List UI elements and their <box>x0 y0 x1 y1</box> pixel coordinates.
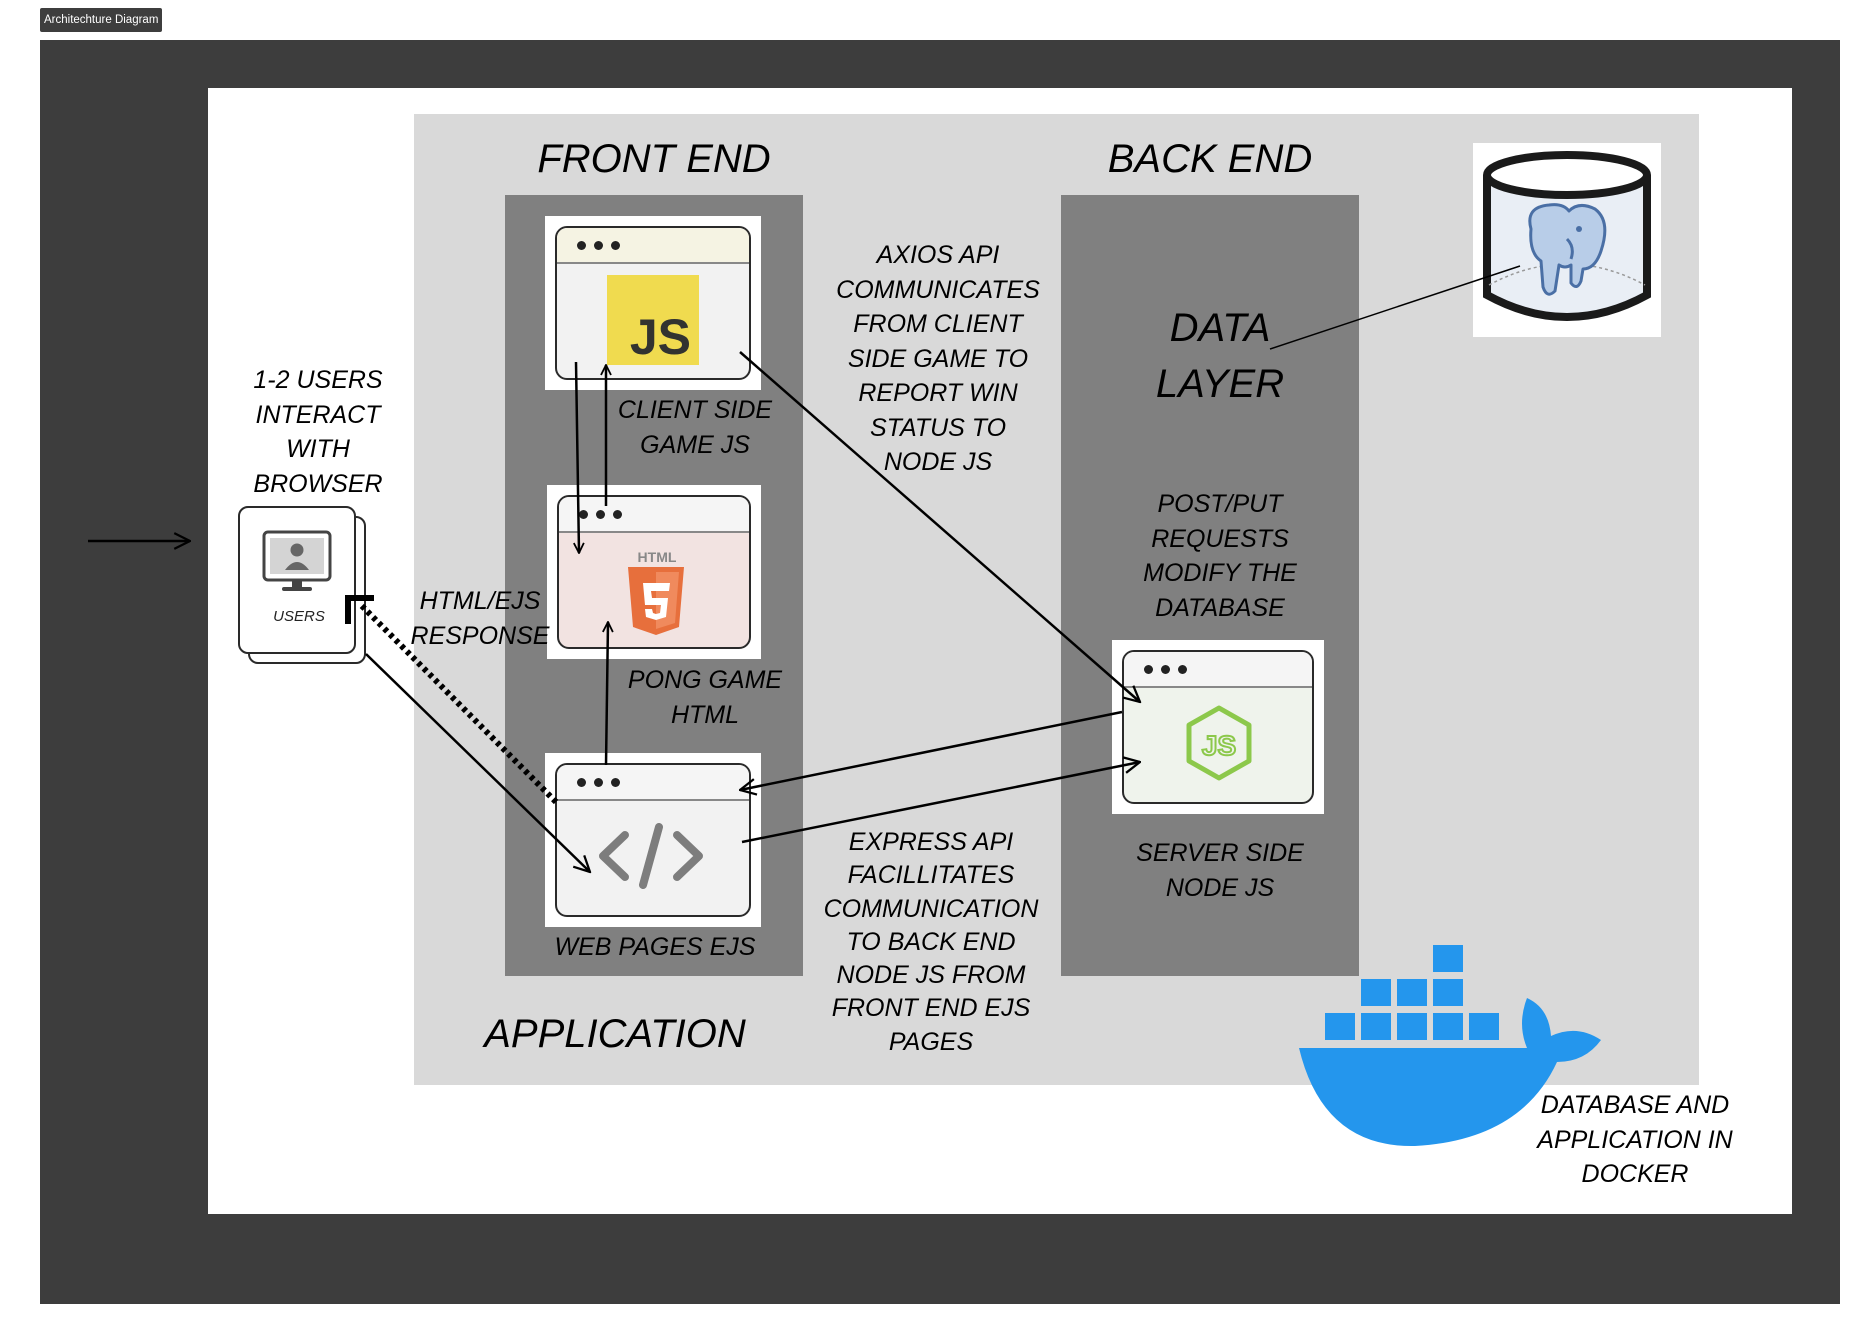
window-dot <box>577 241 586 250</box>
users-caption-line: 1-2 USERS <box>253 366 383 394</box>
caption-line: HTML <box>670 700 740 729</box>
users-caption-line: BROWSER <box>253 469 383 498</box>
annotation-line: HTML/EJS <box>419 587 541 615</box>
pong-html-card[interactable]: HTML <box>547 485 761 659</box>
window-dot <box>613 510 622 519</box>
user-monitor-icon <box>262 530 332 591</box>
html5-logo-text: HTML <box>637 549 677 565</box>
node-js-card[interactable]: JS <box>1112 640 1324 814</box>
pong-html-caption: PONG GAME HTML <box>610 663 800 732</box>
front-end-heading: FRONT END <box>537 137 771 181</box>
annotation-line: FRONT END EJS <box>831 994 1031 1023</box>
html-ejs-response-annotation: HTML/EJS RESPONSE <box>400 584 560 653</box>
web-ejs-caption: WEB PAGES EJS <box>554 933 756 961</box>
pong-html-window: HTML <box>557 495 751 649</box>
caption-line: SERVER SIDE <box>1136 839 1304 867</box>
code-brackets-icon <box>599 823 703 889</box>
client-js-card[interactable]: JS <box>545 216 761 390</box>
docker-whale-icon <box>1299 945 1601 1147</box>
annotation-line: DOCKER <box>1581 1160 1689 1188</box>
annotation-line: SIDE GAME TO <box>847 344 1029 373</box>
window-title-bar <box>559 497 749 533</box>
users-node[interactable]: USERS <box>238 506 366 664</box>
annotation-line: DATABASE <box>1155 593 1285 622</box>
annotation-line: APPLICATION IN <box>1537 1125 1733 1154</box>
annotation-line: MODIFY THE <box>1143 559 1297 587</box>
window-title-bar <box>557 765 749 801</box>
web-ejs-card[interactable] <box>545 753 761 927</box>
express-annotation: EXPRESS API FACILLITATES COMMUNICATION T… <box>816 826 1046 1059</box>
window-dot <box>594 778 603 787</box>
back-end-heading: BACK END <box>1107 137 1313 181</box>
window-dot <box>611 241 620 250</box>
nodejs-logo-text: JS <box>1202 730 1236 761</box>
annotation-line: STATUS TO <box>869 413 1007 442</box>
caption-line: PONG GAME <box>627 666 783 694</box>
annotation-line: RESPONSE <box>410 621 550 650</box>
postgres-elephant-cylinder-icon <box>1483 151 1651 321</box>
window-dot <box>594 241 603 250</box>
data-layer-heading: DATA LAYER <box>1120 300 1320 412</box>
javascript-logo-text: JS <box>629 309 691 365</box>
annotation-line: COMMUNICATION <box>823 894 1039 923</box>
nodejs-hexagon-icon: JS <box>1186 705 1252 781</box>
javascript-logo-icon: JS <box>607 275 699 365</box>
node-js-caption: SERVER SIDE NODE JS <box>1115 836 1325 905</box>
window-dot <box>1161 665 1170 674</box>
window-dot <box>611 778 620 787</box>
client-js-window: JS <box>555 226 751 380</box>
annotation-line: REPORT WIN <box>858 379 1018 407</box>
annotation-line: FROM CLIENT <box>853 310 1023 338</box>
application-heading: APPLICATION <box>484 1012 746 1056</box>
node-js-window: JS <box>1122 650 1314 804</box>
window-dot <box>596 510 605 519</box>
docker-annotation: DATABASE AND APPLICATION IN DOCKER <box>1530 1088 1740 1192</box>
window-dot <box>1178 665 1187 674</box>
annotation-line: FACILLITATES <box>847 861 1015 890</box>
annotation-line: EXPRESS API <box>848 828 1014 856</box>
window-title-bar <box>1124 652 1312 688</box>
annotation-line: COMMUNICATES <box>836 275 1040 304</box>
annotation-line: DATABASE AND <box>1540 1091 1730 1119</box>
web-ejs-window <box>555 763 751 917</box>
window-title-bar <box>557 228 749 264</box>
caption-line: NODE JS <box>1165 873 1275 902</box>
users-icon-label: USERS <box>273 608 325 625</box>
annotation-line: TO BACK END <box>846 927 1016 956</box>
caption-line: GAME JS <box>640 430 750 459</box>
post-put-annotation: POST/PUT REQUESTS MODIFY THE DATABASE <box>1110 487 1330 625</box>
annotation-line: REQUESTS <box>1151 524 1289 553</box>
database-card[interactable] <box>1473 143 1661 337</box>
window-dot <box>1144 665 1153 674</box>
axios-annotation: AXIOS API COMMUNICATES FROM CLIENT SIDE … <box>828 238 1048 480</box>
annotation-line: NODE JS FROM <box>836 961 1026 990</box>
window-dot <box>577 778 586 787</box>
users-caption-line: WITH <box>286 435 350 463</box>
annotation-line: AXIOS API <box>876 241 1000 269</box>
data-layer-line-2: LAYER <box>1155 362 1285 406</box>
data-layer-line-1: DATA <box>1169 306 1271 350</box>
users-front-sheet: USERS <box>238 506 356 654</box>
users-caption-line: INTERACT <box>255 400 381 429</box>
annotation-line: NODE JS <box>883 448 993 476</box>
frame-title-tab[interactable]: Architechture Diagram <box>40 8 163 32</box>
annotation-line: PAGES <box>888 1027 974 1056</box>
window-dot <box>579 510 588 519</box>
client-js-caption: CLIENT SIDE GAME JS <box>600 393 790 462</box>
users-caption: 1-2 USERS INTERACT WITH BROWSER <box>228 363 408 501</box>
html5-shield-icon <box>628 567 684 635</box>
caption-line: CLIENT SIDE <box>617 396 773 424</box>
annotation-line: POST/PUT <box>1157 490 1283 518</box>
